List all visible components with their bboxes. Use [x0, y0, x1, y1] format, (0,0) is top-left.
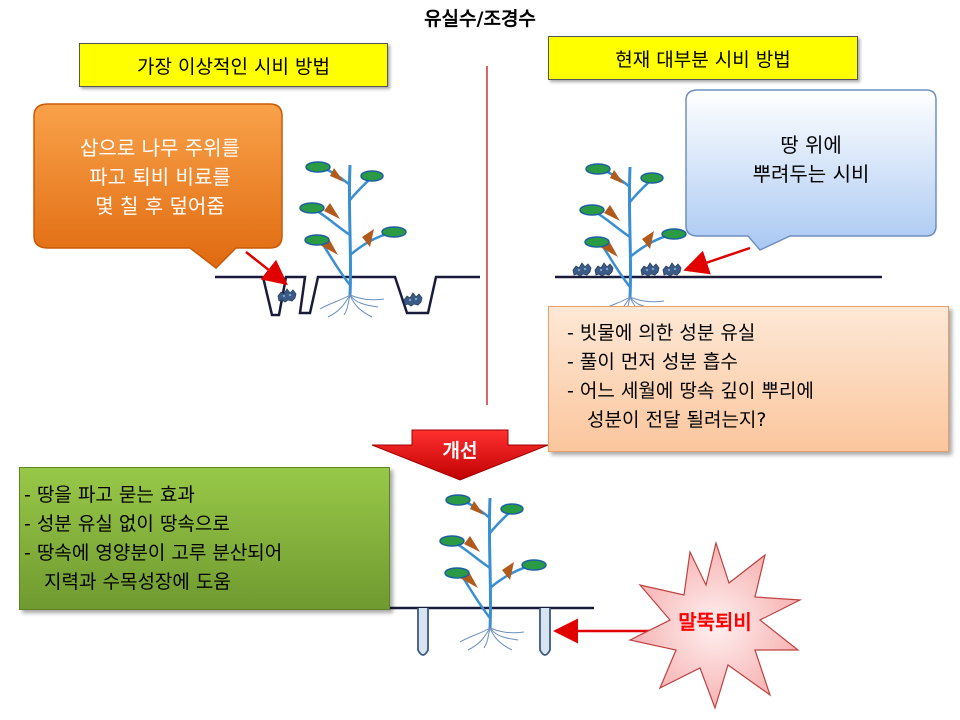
diagram-title: 유실수/조경수	[424, 8, 536, 30]
current-callout-line: 뿌려두는 시비	[752, 162, 870, 186]
blue-callout-bubble	[685, 89, 937, 251]
callout-pointer-arrow-right	[683, 246, 751, 275]
star-burst	[628, 540, 803, 710]
ideal-callout-line: 파고 퇴비 비료를	[89, 165, 231, 189]
current-callout-text: 땅 위에 뿌려두는 시비	[690, 131, 932, 189]
orange-callout-bubble	[33, 103, 283, 269]
ideal-method-label: 가장 이상적인 시비 방법	[79, 43, 388, 87]
problems-box: - 빗물에 의한 성분 유실 - 풀이 먼저 성분 흡수 - 어느 세월에 땅속…	[548, 306, 949, 452]
benefit-item: - 땅을 파고 묻는 효과	[24, 484, 195, 506]
problem-item: - 어느 세월에 땅속 깊이 뿌리에	[567, 380, 814, 402]
improvement-arrow-label: 개선	[442, 440, 478, 462]
current-scene	[555, 162, 882, 321]
ideal-callout-text: 삽으로 나무 주위를 파고 퇴비 비료를 몇 칠 후 덮어줌	[40, 134, 280, 221]
problem-item: 성분이 전달 될려는지?	[587, 409, 767, 431]
improvement-arrow	[371, 429, 549, 481]
ideal-callout-line: 삽으로 나무 주위를	[80, 136, 240, 160]
problem-item: - 빗물에 의한 성분 유실	[567, 322, 756, 344]
current-method-label: 현재 대부분 시비 방법	[548, 36, 858, 80]
ideal-callout-line: 몇 칠 후 덮어줌	[95, 194, 225, 218]
benefit-item: - 땅속에 영양분이 고루 분산되어	[24, 542, 283, 564]
current-callout-line: 땅 위에	[780, 133, 842, 157]
callout-pointer-arrow-left	[245, 251, 288, 286]
problem-item: - 풀이 먼저 성분 흡수	[567, 351, 738, 373]
star-burst-label: 말뚝퇴비	[678, 610, 752, 634]
improved-scene	[360, 493, 594, 656]
benefit-item: - 성분 유실 없이 땅속으로	[24, 513, 230, 535]
benefit-item: 지력과 수목성장에 도움	[44, 571, 231, 593]
ideal-scene	[215, 160, 480, 319]
benefits-box: - 땅을 파고 묻는 효과 - 성분 유실 없이 땅속으로 - 땅속에 영양분이…	[19, 467, 390, 610]
